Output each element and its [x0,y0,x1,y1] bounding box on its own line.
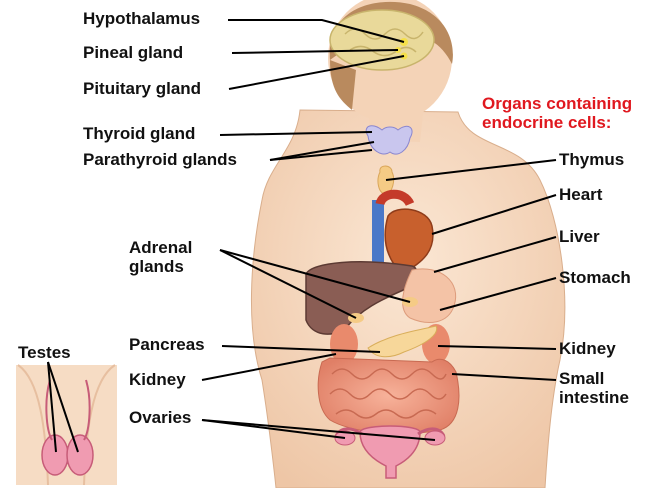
small-intestine-shape [318,358,459,434]
label-heart: Heart [559,185,602,204]
label-parathyroid-glands: Parathyroid glands [83,150,237,169]
label-testes: Testes [18,343,71,362]
label-liver: Liver [559,227,600,246]
label-small-intestine: Small intestine [559,369,629,407]
testes-inset [16,365,117,485]
label-thymus: Thymus [559,150,624,169]
heading-organs-endocrine-cells: Organs containing endocrine cells: [482,94,632,132]
label-hypothalamus: Hypothalamus [83,9,200,28]
label-stomach: Stomach [559,268,631,287]
label-thyroid-gland: Thyroid gland [83,124,195,143]
label-adrenal-glands: Adrenal glands [129,238,192,276]
label-pineal-gland: Pineal gland [83,43,183,62]
label-kidney-left: Kidney [129,370,186,389]
label-pancreas: Pancreas [129,335,205,354]
label-ovaries: Ovaries [129,408,191,427]
label-kidney-right: Kidney [559,339,616,358]
label-pituitary-gland: Pituitary gland [83,79,201,98]
